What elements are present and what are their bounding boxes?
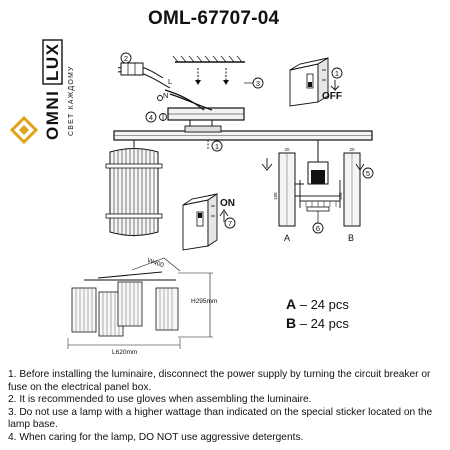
ground-screw-icon bbox=[157, 95, 163, 101]
callout-1-bar-number: 1 bbox=[215, 142, 219, 151]
callout-4 bbox=[145, 111, 157, 123]
brand-name-omni: OMNI bbox=[43, 90, 62, 140]
part-b-count: – 24 pcs bbox=[296, 316, 349, 331]
mini-shade-1 bbox=[71, 287, 97, 333]
neutral-wire-label: N bbox=[163, 91, 168, 100]
dim-height: H295mm bbox=[191, 298, 217, 305]
shade-insertion-diagram: 20 180 A 6 20 180 B bbox=[261, 140, 374, 243]
callout-3-number: 3 bbox=[256, 79, 260, 88]
callout-1-breaker-number: 1 bbox=[335, 69, 339, 78]
shade-ring bbox=[299, 195, 341, 202]
callout-2-number: 2 bbox=[124, 54, 128, 63]
callout-1-bar bbox=[211, 140, 223, 152]
callout-2 bbox=[120, 52, 132, 64]
brand-lux-box bbox=[42, 39, 63, 85]
callout-7 bbox=[224, 217, 236, 229]
crystal-b-height: 180 bbox=[338, 192, 343, 200]
breaker-off: 1 OFF bbox=[289, 57, 343, 107]
mini-shade-4 bbox=[155, 287, 179, 331]
callout-7-number: 7 bbox=[228, 219, 232, 228]
callout-5 bbox=[362, 167, 374, 179]
brand-logo: OMNI LUX СВЕТ КАЖДОМУ bbox=[9, 39, 75, 145]
parts-row-b: B – 24 pcs bbox=[286, 315, 349, 331]
dimension-drawing: W400 H295mm L620mm bbox=[67, 257, 217, 356]
brand-slogan: СВЕТ КАЖДОМУ bbox=[68, 65, 75, 136]
callout-6-number: 6 bbox=[316, 224, 320, 233]
note-3: 3. Do not use a lamp with a higher watta… bbox=[8, 406, 433, 431]
live-wire-label: L bbox=[168, 77, 172, 86]
crystal-b-letter: B bbox=[348, 233, 354, 243]
dim-width: W400 bbox=[146, 257, 165, 269]
crystal-a-height: 180 bbox=[273, 192, 278, 200]
ceiling-mount-wiring: L N 2 3 4 bbox=[117, 52, 264, 130]
brand-diamond-icon bbox=[9, 115, 39, 145]
crystal-b-width: 20 bbox=[349, 147, 355, 152]
crystal-shade bbox=[105, 147, 163, 237]
part-b-letter: B bbox=[286, 315, 297, 331]
callout-3 bbox=[252, 77, 264, 89]
callout-1-breaker bbox=[331, 67, 343, 79]
part-a-count: – 24 pcs bbox=[296, 297, 349, 312]
breaker-on: ON 7 bbox=[182, 193, 236, 251]
crystal-a-letter: A bbox=[284, 233, 290, 243]
part-a-letter: A bbox=[286, 296, 297, 312]
on-label: ON bbox=[220, 198, 235, 209]
model-number: OML-67707-04 bbox=[148, 8, 280, 29]
terminal-block bbox=[120, 62, 144, 76]
callout-4-number: 4 bbox=[149, 113, 153, 122]
mini-shade-3 bbox=[117, 281, 143, 327]
crystal-a-width: 20 bbox=[284, 147, 290, 152]
callout-5-number: 5 bbox=[366, 169, 370, 178]
brand-name-lux: LUX bbox=[43, 43, 62, 82]
note-2: 2. It is recommended to use gloves when … bbox=[8, 394, 312, 406]
dim-length: L620mm bbox=[112, 349, 137, 356]
note-1: 1. Before installing the luminaire, disc… bbox=[8, 369, 431, 393]
note-4: 4. When caring for the lamp, DO NOT use … bbox=[8, 431, 304, 443]
safety-notes: 1. Before installing the luminaire, disc… bbox=[8, 369, 448, 445]
fixture-bar: 1 bbox=[113, 125, 373, 152]
parts-row-a: A – 24 pcs bbox=[286, 296, 349, 312]
off-label: OFF bbox=[322, 91, 342, 102]
